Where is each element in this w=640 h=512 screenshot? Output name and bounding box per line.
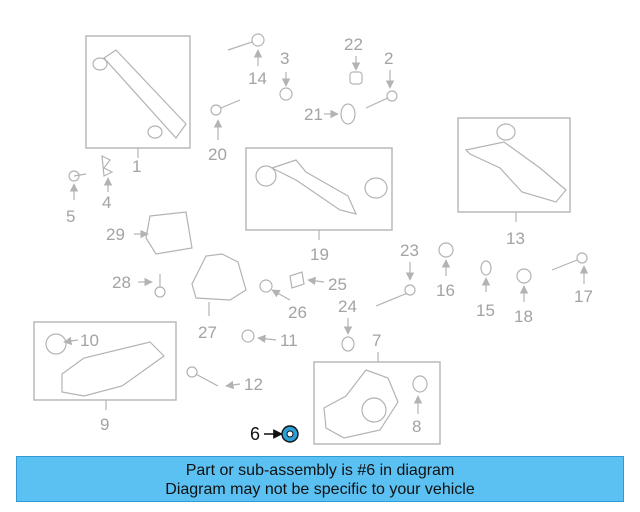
part-28-bolt[interactable]: 28	[112, 273, 166, 298]
callout-4: 4	[102, 193, 111, 212]
callout-17: 17	[574, 287, 593, 306]
part-17-bolt[interactable]: 17	[551, 252, 593, 306]
part-5-bolt[interactable]: 5	[66, 170, 87, 226]
part-27-bracket[interactable]: 27	[191, 253, 247, 342]
callout-28: 28	[112, 273, 131, 292]
part-9-trailing-arm[interactable]: 9	[33, 321, 177, 434]
part-6-nut-highlighted[interactable]: 6	[250, 424, 299, 444]
part-20-bolt[interactable]: 20	[208, 99, 241, 164]
callout-5: 5	[66, 207, 75, 226]
part-25-clip[interactable]: 25	[289, 271, 347, 294]
callout-7: 7	[372, 331, 381, 350]
part-23-bolt[interactable]: 23	[375, 241, 419, 307]
callout-21: 21	[304, 105, 323, 124]
callout-15: 15	[476, 301, 495, 320]
callout-8: 8	[412, 417, 421, 436]
part-14-bolt[interactable]: 14	[227, 33, 267, 88]
callout-12: 12	[244, 375, 263, 394]
info-banner: Part or sub-assembly is #6 in diagram Di…	[16, 456, 624, 502]
callout-29: 29	[106, 225, 125, 244]
callout-13: 13	[506, 229, 525, 248]
callout-19: 19	[310, 245, 329, 264]
callout-10: 10	[80, 331, 99, 350]
callout-20: 20	[208, 145, 227, 164]
part-29-mount[interactable]: 29	[106, 211, 193, 255]
part-22-nut[interactable]: 22	[344, 35, 363, 85]
part-12-bolt[interactable]: 12	[186, 366, 263, 394]
callout-27: 27	[198, 323, 217, 342]
part-19-upper-arm[interactable]: 19	[245, 147, 393, 264]
part-11-nut[interactable]: 11	[241, 329, 298, 350]
part-4-clip[interactable]: 4	[101, 154, 114, 212]
banner-line-2: Diagram may not be specific to your vehi…	[165, 481, 475, 498]
part-1-trailing-link[interactable]: 1	[85, 35, 191, 176]
part-8-bushing[interactable]: 8	[412, 375, 428, 436]
callout-6: 6	[250, 424, 260, 444]
callout-1: 1	[132, 157, 141, 176]
part-16-nut[interactable]: 16	[436, 242, 455, 300]
callout-22: 22	[344, 35, 363, 54]
callout-16: 16	[436, 281, 455, 300]
callout-3: 3	[280, 49, 289, 68]
callout-11: 11	[280, 331, 298, 350]
part-13-lower-arm[interactable]: 13	[457, 117, 571, 248]
part-26-nut[interactable]: 26	[259, 279, 307, 322]
part-18-nut[interactable]: 18	[514, 268, 533, 326]
part-21-washer[interactable]: 21	[304, 103, 356, 125]
callout-23: 23	[400, 241, 419, 260]
callout-26: 26	[288, 303, 307, 322]
part-24-washer[interactable]: 24	[338, 297, 357, 352]
callout-25: 25	[328, 275, 347, 294]
part-2-bolt[interactable]: 2	[365, 49, 398, 109]
callout-24: 24	[338, 297, 357, 316]
part-15-washer[interactable]: 15	[476, 260, 495, 320]
part-3-nut[interactable]: 3	[279, 49, 293, 101]
callout-18: 18	[514, 307, 533, 326]
callout-9: 9	[100, 415, 109, 434]
banner-line-1: Part or sub-assembly is #6 in diagram	[185, 462, 455, 479]
callout-14: 14	[248, 69, 267, 88]
callout-2: 2	[384, 49, 393, 68]
part-10-bushing[interactable]: 10	[63, 331, 99, 350]
